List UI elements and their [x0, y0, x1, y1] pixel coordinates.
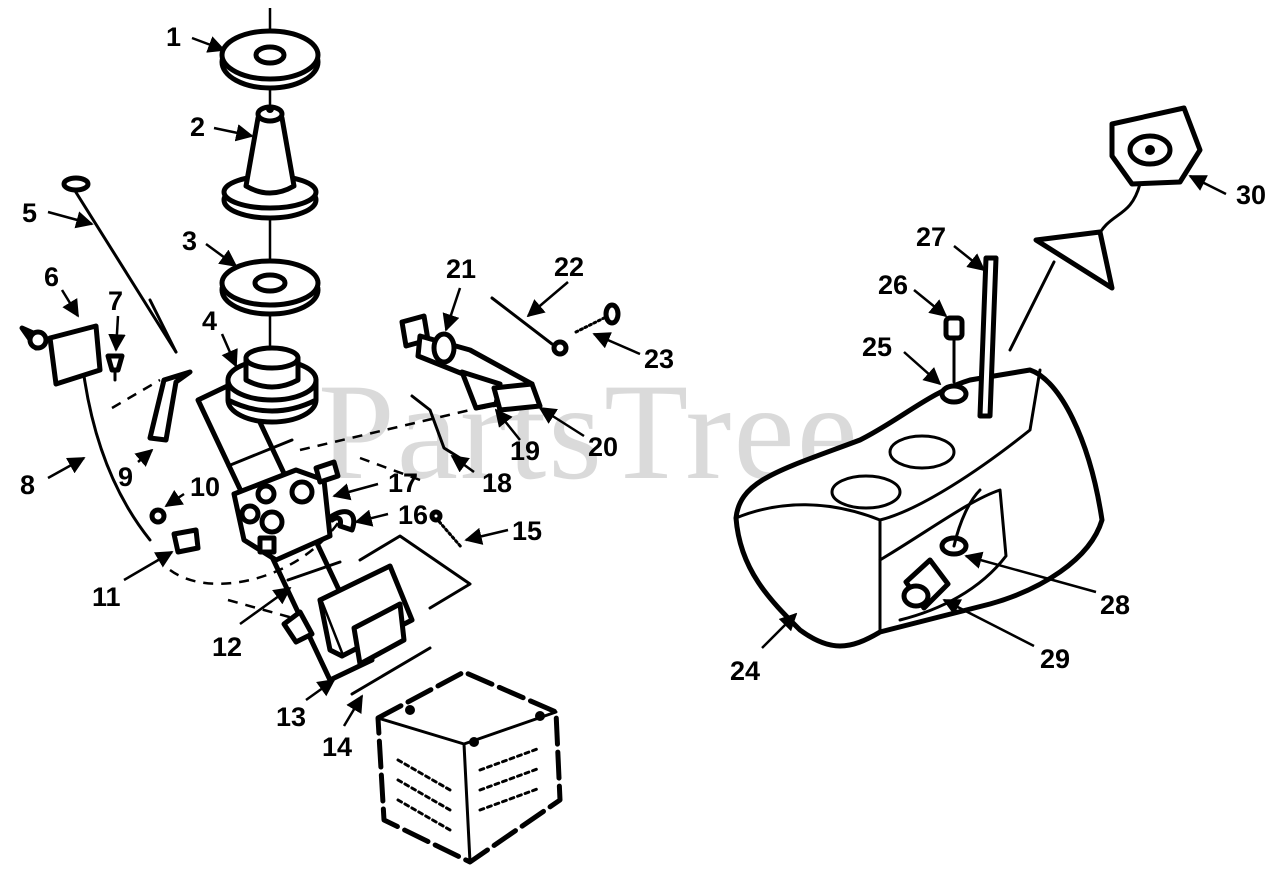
part-30-cap — [1008, 105, 1203, 352]
callout-18: 18 — [482, 468, 512, 498]
part-27-tube — [977, 255, 999, 419]
part-13-housing — [281, 563, 415, 667]
right-assembly — [733, 105, 1203, 649]
callout-24: 24 — [730, 656, 760, 686]
callout-4: 4 — [202, 306, 217, 336]
callout-8: 8 — [20, 470, 35, 500]
callout-12: 12 — [212, 632, 242, 662]
callout-26: 26 — [878, 270, 908, 300]
callout-22: 22 — [554, 252, 584, 282]
part-18-link — [410, 394, 462, 460]
callout-10: 10 — [190, 472, 220, 502]
part-22-rod — [490, 296, 554, 346]
callout-9: 9 — [118, 462, 133, 492]
callout-16: 16 — [398, 500, 428, 530]
callout-13: 13 — [276, 702, 306, 732]
callout-20: 20 — [588, 432, 618, 462]
part-6-switch — [19, 323, 103, 387]
callout-2: 2 — [190, 112, 205, 142]
callout-30: 30 — [1236, 180, 1266, 210]
part-17-carburetor — [231, 459, 341, 563]
callout-6: 6 — [44, 262, 59, 292]
part-26-fitting — [943, 315, 965, 384]
part-16-clip — [329, 509, 357, 533]
part-14-gasket — [350, 646, 432, 696]
callout-14: 14 — [322, 732, 352, 762]
part-7-screw — [105, 353, 125, 382]
part-2-cone — [221, 104, 319, 221]
callout-29: 29 — [1040, 644, 1070, 674]
part-15-spring — [429, 509, 464, 550]
callout-labels: 1 2 3 4 5 6 7 8 9 10 11 12 13 14 15 16 1… — [20, 22, 1266, 762]
callout-5: 5 — [22, 198, 37, 228]
part-24-fuel-tank — [733, 367, 1105, 649]
part-1-washer — [219, 28, 321, 91]
part-28-fitting — [939, 488, 982, 557]
leader-lines — [47, 36, 1227, 727]
part-29-filter — [901, 557, 951, 611]
left-assembly — [19, 8, 621, 865]
callout-11: 11 — [92, 582, 121, 612]
part-5-rod — [61, 175, 178, 354]
callout-15: 15 — [512, 516, 542, 546]
part-11-terminal — [171, 527, 201, 555]
callout-27: 27 — [916, 222, 946, 252]
callout-28: 28 — [1100, 590, 1130, 620]
callout-1: 1 — [166, 22, 181, 52]
part-12-gasket — [286, 560, 342, 582]
callout-21: 21 — [446, 254, 476, 284]
part-21-throttle — [399, 313, 543, 413]
callout-3: 3 — [182, 226, 197, 256]
part-3-washer — [219, 258, 321, 317]
part-23-screw — [574, 302, 621, 334]
callout-23: 23 — [644, 344, 674, 374]
part-8-wire — [82, 374, 152, 542]
callout-17: 17 — [388, 468, 418, 498]
part-4-bushing — [225, 345, 319, 425]
engine-block — [375, 669, 563, 865]
part-9-bracket — [147, 369, 193, 443]
part-10-nut — [149, 507, 167, 525]
callout-19: 19 — [510, 436, 540, 466]
callout-7: 7 — [108, 286, 123, 316]
part-25-grommet — [939, 383, 969, 405]
callout-25: 25 — [862, 332, 892, 362]
